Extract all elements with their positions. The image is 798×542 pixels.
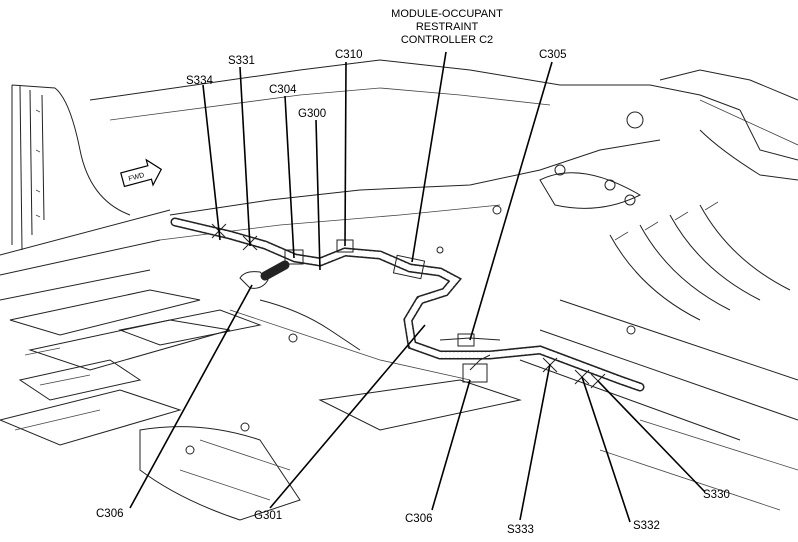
wiring-harness bbox=[170, 217, 645, 392]
leader-c306-left bbox=[129, 284, 253, 509]
forward-arrow-label: FWD bbox=[128, 172, 145, 183]
title-line-3: CONTROLLER C2 bbox=[401, 34, 493, 46]
label-c305: C305 bbox=[539, 49, 567, 61]
leader-s333 bbox=[519, 363, 551, 521]
forward-arrow-icon: FWD bbox=[120, 158, 163, 188]
leader-c310 bbox=[344, 61, 347, 247]
leader-g301 bbox=[269, 324, 426, 509]
callout-labels: MODULE-OCCUPANT RESTRAINT CONTROLLER C2 … bbox=[96, 8, 730, 536]
vehicle-floor-linework bbox=[0, 59, 798, 521]
leader-g300 bbox=[315, 119, 321, 271]
leader-c305 bbox=[469, 61, 553, 341]
label-s332: S332 bbox=[633, 520, 660, 532]
label-s331: S331 bbox=[228, 55, 255, 67]
title-line-1: MODULE-OCCUPANT bbox=[391, 8, 503, 20]
label-c306-left: C306 bbox=[96, 508, 124, 520]
label-g300: G300 bbox=[298, 108, 326, 120]
leader-s330 bbox=[597, 380, 706, 493]
label-c306-bottom: C306 bbox=[405, 513, 433, 525]
title-line-2: RESTRAINT bbox=[416, 21, 479, 33]
label-c304: C304 bbox=[269, 84, 297, 96]
leader-title bbox=[411, 51, 447, 263]
leader-s331 bbox=[239, 66, 251, 247]
leader-c306-bottom bbox=[431, 379, 471, 511]
label-s330: S330 bbox=[703, 489, 730, 501]
label-s333: S333 bbox=[507, 524, 534, 536]
label-s334: S334 bbox=[186, 75, 213, 87]
label-g301: G301 bbox=[254, 510, 282, 522]
leader-c304 bbox=[284, 95, 295, 259]
leader-s334 bbox=[202, 84, 221, 241]
label-c310: C310 bbox=[335, 49, 363, 61]
leader-s332 bbox=[581, 376, 631, 523]
leader-lines bbox=[129, 51, 706, 523]
